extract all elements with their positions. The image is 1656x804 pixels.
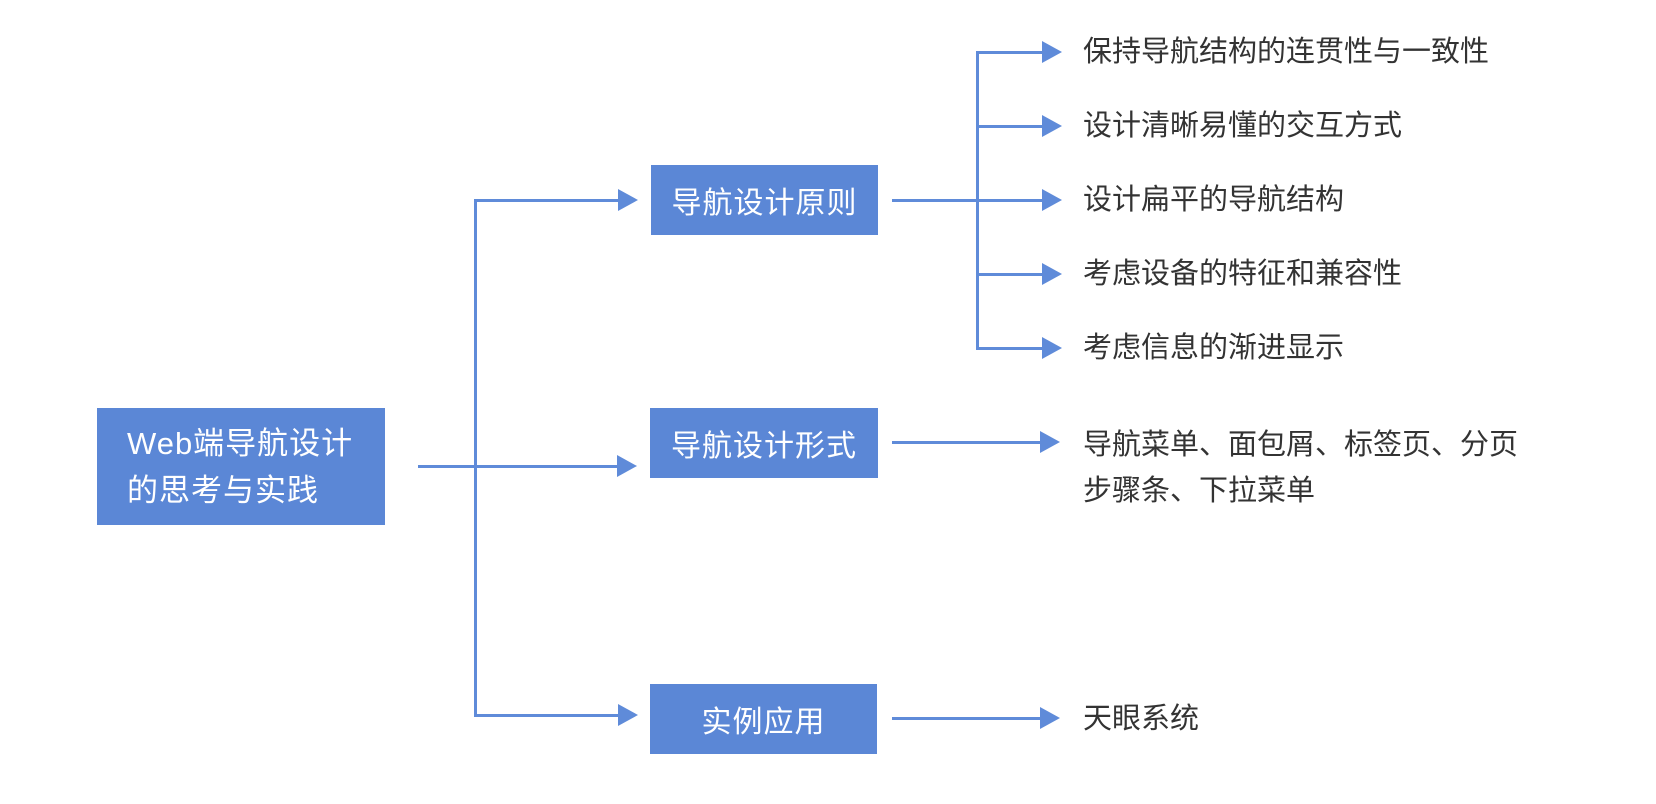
arrow-right-icon [618,189,638,211]
leaf-item: 天眼系统 [1083,703,1200,735]
arrow-right-icon [1040,707,1060,729]
arrow-right-icon [617,455,637,477]
connector-line-leaf [976,199,1044,202]
trunk-line [474,199,477,717]
connector-line-leaf [976,347,1044,350]
leaf-item: 设计扁平的导航结构 [1083,184,1345,216]
connector-line-leaf [976,273,1044,276]
arrow-right-icon [1042,41,1062,63]
leaf-item: 保持导航结构的连贯性与一致性 [1083,36,1490,68]
arrow-right-icon [618,704,638,726]
connector-line-root [418,465,618,468]
arrow-right-icon [1042,337,1062,359]
arrow-right-icon [1040,431,1060,453]
leaf-item: 导航菜单、面包屑、标签页、分页 步骤条、下拉菜单 [1083,429,1519,507]
leaf-item: 考虑信息的渐进显示 [1083,332,1345,364]
branch-node-forms: 导航设计形式 [650,408,878,478]
leaf-item: 设计清晰易懂的交互方式 [1083,110,1403,142]
arrow-right-icon [1042,189,1062,211]
arrow-right-icon [1042,263,1062,285]
connector-line-branch2-out [892,441,1040,444]
connector-line-branch3-out [892,717,1040,720]
connector-line-leaf [976,51,1044,54]
arrow-right-icon [1042,115,1062,137]
root-node: Web端导航设计 的思考与实践 [97,408,385,525]
connector-line-branch1 [474,199,620,202]
branch-node-examples: 实例应用 [650,684,877,754]
connector-line-branch1-out [892,199,979,202]
branch-node-principles: 导航设计原则 [651,165,878,235]
leaf-item: 考虑设备的特征和兼容性 [1083,258,1403,290]
connector-line-branch3 [474,714,620,717]
connector-line-leaf [976,125,1044,128]
